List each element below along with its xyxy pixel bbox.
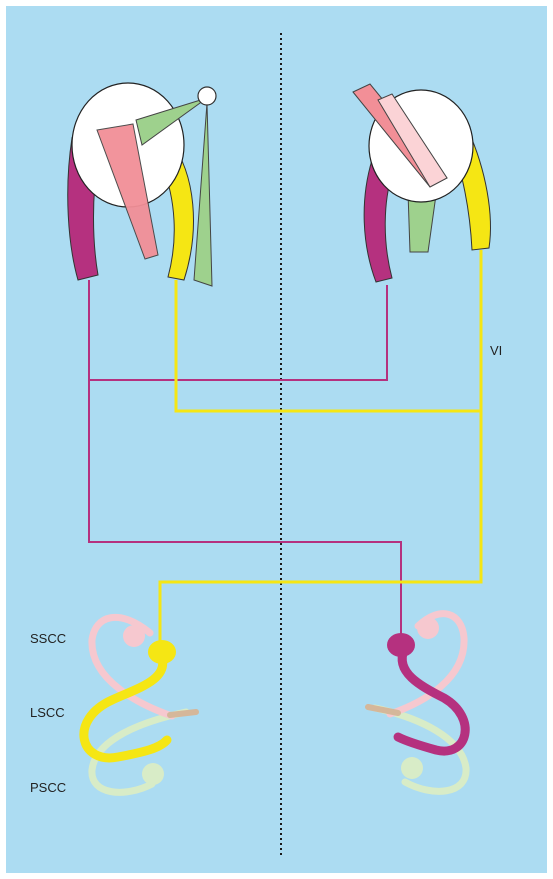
label-sscc: SSCC (30, 631, 66, 646)
label-pscc: PSCC (30, 780, 66, 795)
nerve-label-vi: VI (490, 343, 502, 358)
right-lateral-ampulla (387, 633, 415, 657)
right-superior-ampulla (417, 617, 439, 639)
right-posterior-ampulla (401, 757, 423, 779)
left-superior-ampulla (123, 625, 145, 647)
label-lscc: LSCC (30, 705, 65, 720)
left-lateral-ampulla (148, 640, 176, 664)
left-canal-junction (170, 712, 196, 715)
left-posterior-ampulla (142, 763, 164, 785)
trochlea (198, 87, 216, 105)
